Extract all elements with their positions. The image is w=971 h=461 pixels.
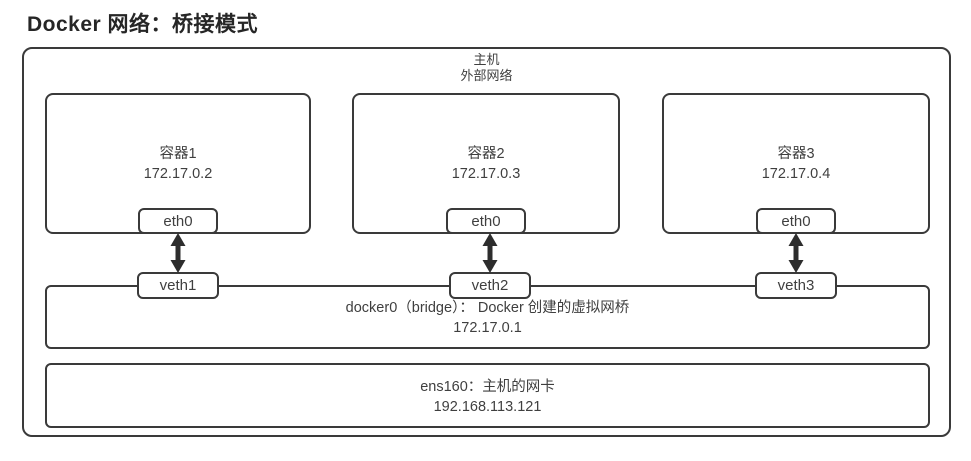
host-label-line2: 外部网络: [460, 68, 513, 83]
veth1-label: veth1: [159, 277, 197, 294]
veth3-box: veth3: [755, 272, 837, 299]
bridge-label: docker0（bridge）： Docker 创建的虚拟网桥: [345, 300, 630, 316]
host-nic-box: ens160：主机的网卡 192.168.113.121: [45, 363, 930, 428]
container-3-eth0-box: eth0: [756, 208, 836, 234]
container-1-name: 容器1: [159, 145, 197, 162]
host-nic-ip: 192.168.113.121: [433, 399, 542, 415]
host-label-line1: 主机: [473, 52, 500, 67]
container-3-eth0-label: eth0: [781, 212, 811, 230]
eth0-veth2-arrow-icon: [482, 233, 498, 273]
container-2-eth0-label: eth0: [471, 212, 501, 230]
veth2-label: veth2: [471, 277, 509, 294]
host-nic-label: ens160：主机的网卡: [420, 379, 555, 395]
eth0-veth3-arrow-icon: [788, 233, 804, 273]
bridge-ip: 172.17.0.1: [453, 320, 522, 336]
container-2-box: 容器2 172.17.0.3 eth0: [352, 93, 620, 234]
veth2-box: veth2: [449, 272, 531, 299]
container-1-ip: 172.17.0.2: [143, 165, 213, 182]
container-3-box: 容器3 172.17.0.4 eth0: [662, 93, 930, 234]
host-label: 主机 外部网络: [24, 52, 949, 84]
container-2-eth0-box: eth0: [446, 208, 526, 234]
container-1-eth0-label: eth0: [163, 212, 193, 230]
page-title: Docker 网络：桥接模式: [27, 13, 259, 36]
veth3-label: veth3: [777, 277, 815, 294]
veth1-box: veth1: [137, 272, 219, 299]
container-1-box: 容器1 172.17.0.2 eth0: [45, 93, 311, 234]
container-2-name: 容器2: [467, 145, 505, 162]
container-3-ip: 172.17.0.4: [761, 165, 831, 182]
container-2-ip: 172.17.0.3: [451, 165, 521, 182]
container-3-name: 容器3: [777, 145, 815, 162]
container-1-eth0-box: eth0: [138, 208, 218, 234]
eth0-veth1-arrow-icon: [170, 233, 186, 273]
